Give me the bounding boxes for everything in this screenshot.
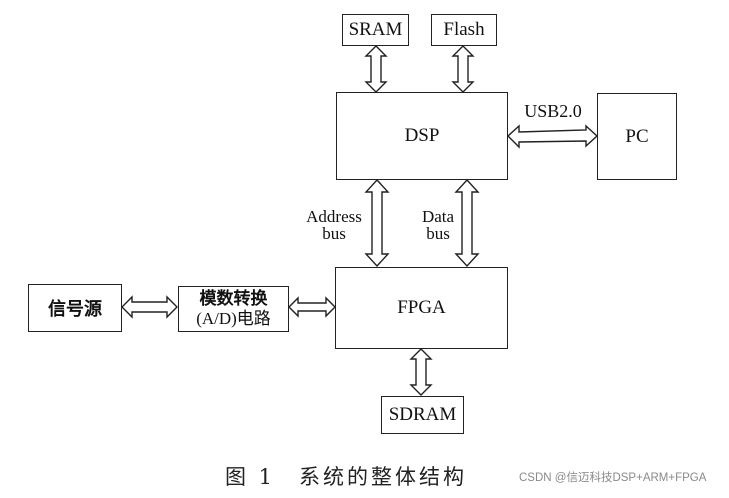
arrow-data-bus — [454, 178, 480, 268]
flash-label: Flash — [443, 19, 485, 40]
dsp-block: DSP — [336, 92, 508, 180]
fpga-block: FPGA — [335, 267, 508, 349]
sram-block: SRAM — [342, 14, 409, 46]
watermark: CSDN @信迈科技DSP+ARM+FPGA — [519, 472, 707, 484]
arrow-signal-adc — [121, 295, 178, 319]
usb-label: USB2.0 — [524, 101, 582, 121]
data-bus-label-line1: Data — [421, 207, 455, 226]
dsp-label: DSP — [404, 125, 440, 146]
address-bus-label-line1: Address — [306, 207, 362, 226]
arrow-flash-dsp — [451, 45, 475, 93]
sdram-label: SDRAM — [388, 404, 457, 425]
data-bus-label-line2: bus — [426, 224, 450, 243]
pc-block: PC — [597, 93, 677, 180]
fpga-label: FPGA — [397, 297, 446, 318]
signal-source-block: 信号源 — [28, 284, 122, 332]
arrow-usb — [506, 124, 599, 149]
flash-block: Flash — [431, 14, 497, 46]
sdram-block: SDRAM — [381, 396, 464, 434]
pc-label: PC — [625, 125, 649, 147]
arrow-address-bus — [364, 178, 390, 268]
sram-label: SRAM — [348, 19, 403, 40]
address-bus-label-line2: bus — [322, 224, 346, 243]
adc-label-line1: 模数转换 — [199, 289, 268, 309]
arrow-adc-fpga — [288, 296, 336, 318]
signal-source-label: 信号源 — [48, 299, 102, 320]
adc-label-line2: (A/D)电路 — [196, 309, 271, 328]
arrow-fpga-sdram — [409, 348, 433, 396]
figure-caption: 图 1 系统的整体结构 — [225, 465, 468, 489]
arrow-sram-dsp — [364, 45, 388, 93]
adc-block: 模数转换 (A/D)电路 — [178, 286, 289, 332]
